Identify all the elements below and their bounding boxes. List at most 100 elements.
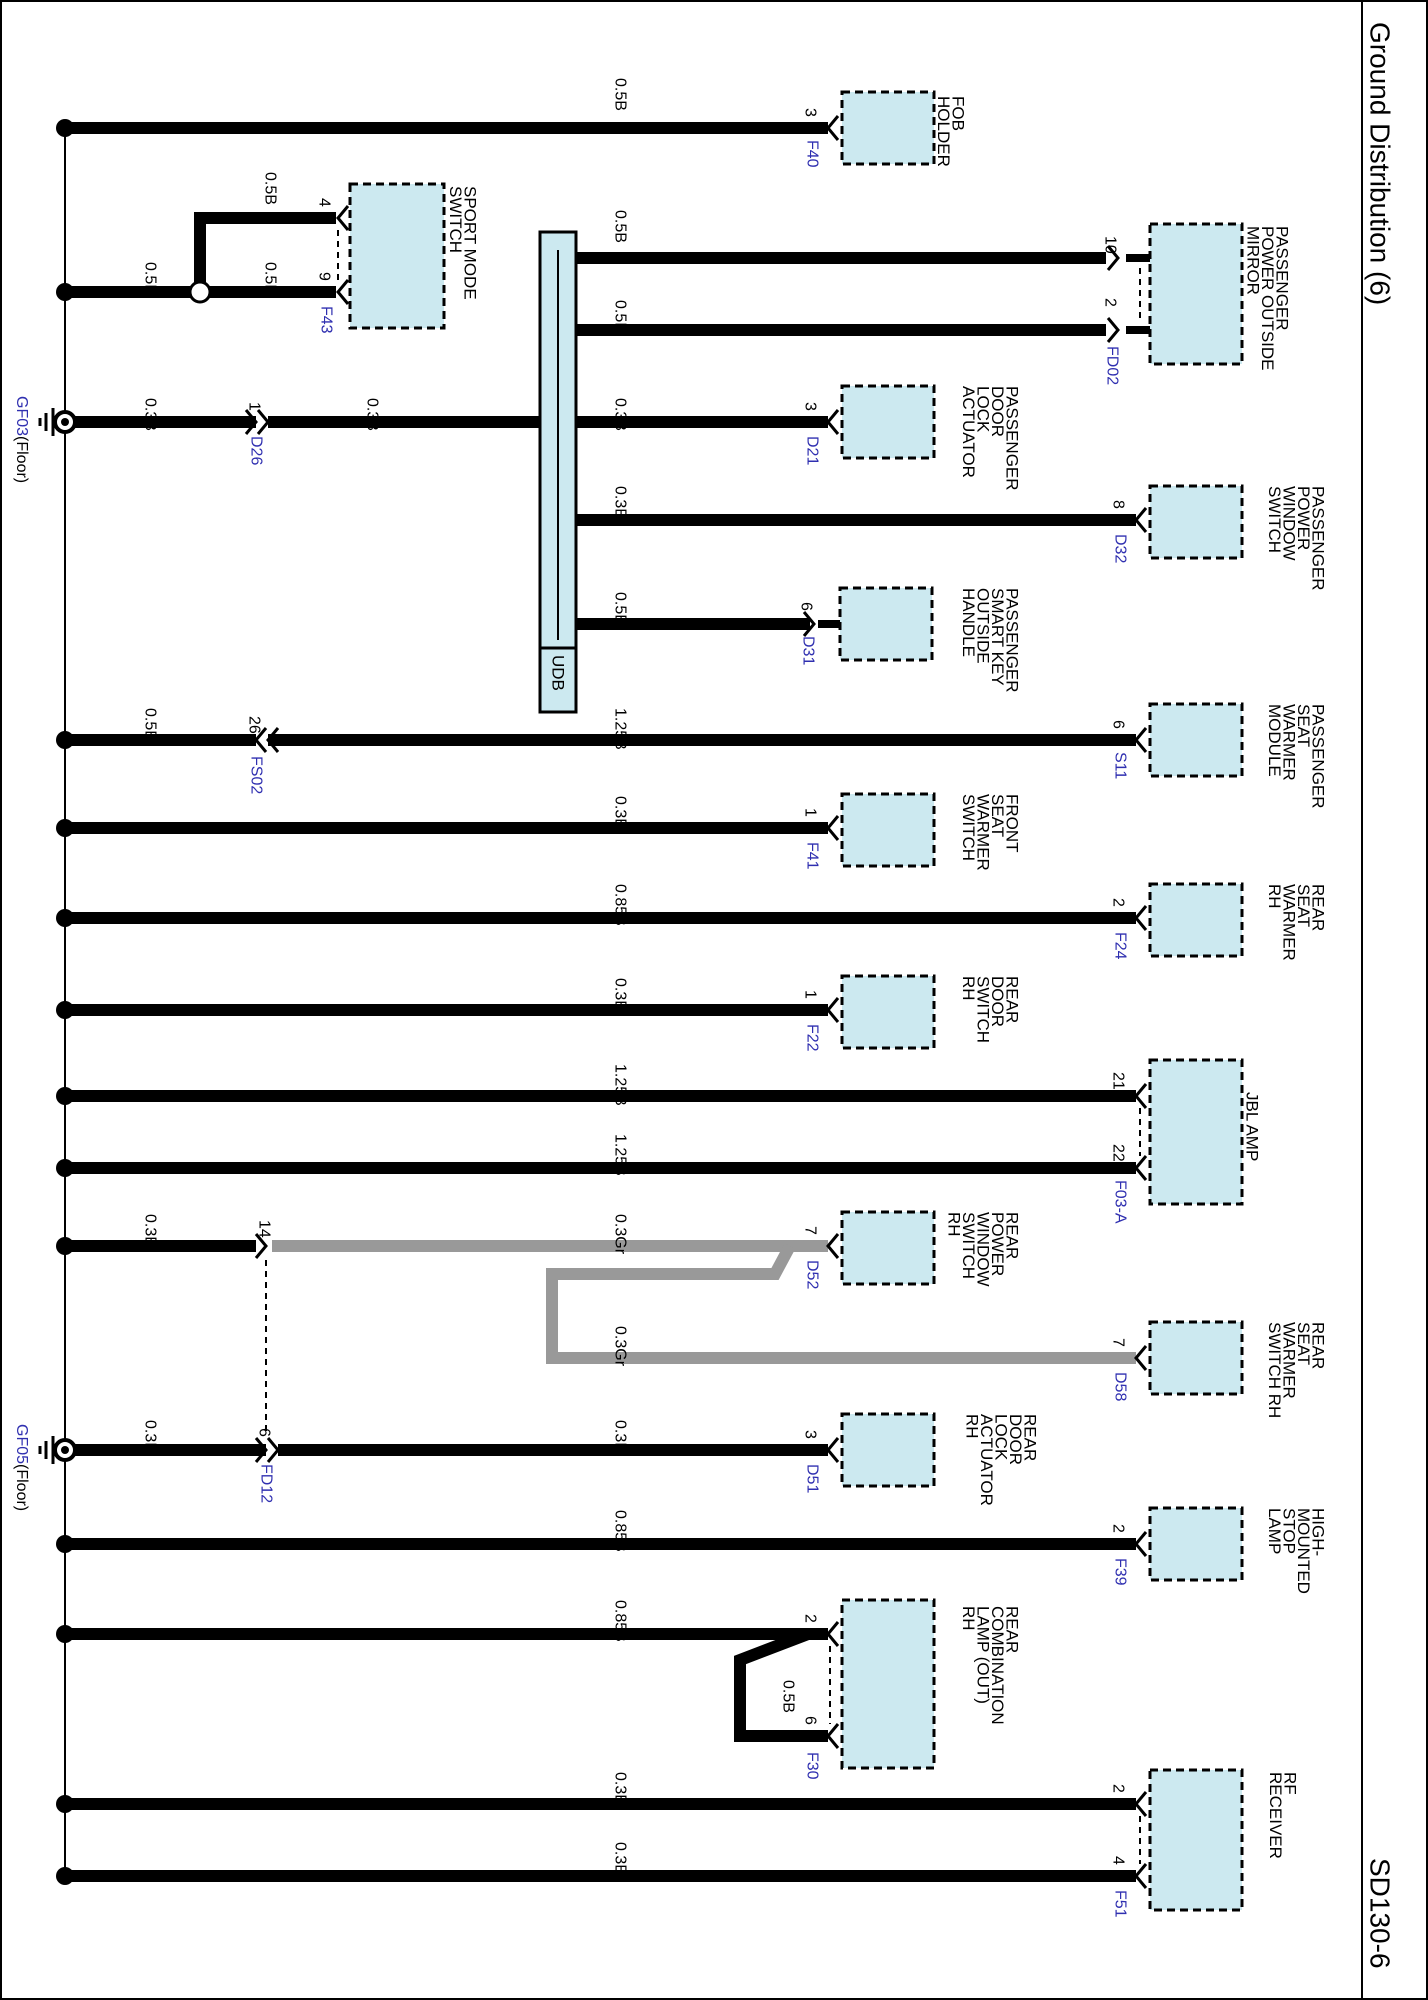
connector-label-group: D58 xyxy=(1112,1372,1129,1401)
wire-label-group: 0.85B xyxy=(612,1510,629,1552)
bus-junction xyxy=(56,283,74,301)
component-label-line-group: HANDLE xyxy=(959,588,978,657)
component-label-line-group: PASSENGER xyxy=(1003,386,1022,491)
component-label-line: LAMP (OUT) xyxy=(974,1606,993,1704)
pin-chevron xyxy=(254,1233,268,1259)
box-front-seat-warmer-switch xyxy=(840,792,936,868)
wire-label: 0.85B xyxy=(612,1510,629,1552)
wire-label: 0.5B xyxy=(612,78,629,111)
wire-label: 0.3Gr xyxy=(612,1326,629,1367)
component-label-line: PASSENGER xyxy=(1309,486,1328,591)
pin-number: 10 xyxy=(1102,236,1119,254)
wire-label: 0.3B xyxy=(612,1772,629,1805)
wire-label: 0.3B xyxy=(612,398,629,431)
wire-label: 0.5B xyxy=(612,592,629,625)
connector-label-group: F39 xyxy=(1112,1558,1129,1586)
pin-chevron xyxy=(1106,245,1120,271)
pin-number: 6 xyxy=(802,1716,819,1725)
wire-label-group: 0.3B xyxy=(612,1842,629,1875)
pin-chevron xyxy=(826,997,840,1023)
pin-chevron xyxy=(336,205,350,231)
pin-number: 6 xyxy=(1110,720,1127,729)
component-label-line: REAR xyxy=(1003,1606,1022,1653)
pin-number-group: 26 xyxy=(246,716,263,734)
connector-label-group: F22 xyxy=(804,1024,821,1052)
component-label-line-group: PASSENGER xyxy=(1003,588,1022,693)
component-label-line: WARMER xyxy=(1280,704,1299,781)
component-label-line: HOLDER xyxy=(934,96,953,167)
pin-number: 2 xyxy=(1102,298,1119,307)
connector-label: D52 xyxy=(804,1260,821,1289)
component-label-line-group: REAR xyxy=(1309,884,1328,931)
wire-label-group: 0.85B xyxy=(612,884,629,926)
pin-number: 14 xyxy=(256,1220,273,1238)
pin-number-group: 2 xyxy=(1102,298,1119,307)
component-label-line-group: DOOR xyxy=(988,976,1007,1027)
connector-label: D58 xyxy=(1112,1372,1129,1401)
component-label-line: PASSENGER xyxy=(1273,226,1292,331)
udb-label-group: UDB xyxy=(549,655,568,691)
pin-number-group: 4 xyxy=(1110,1856,1127,1865)
component-label-line: SPORT MODE xyxy=(461,186,480,300)
component-label-line: SEAT xyxy=(1294,1322,1313,1365)
wire-label: 0.5B xyxy=(142,262,159,295)
pin-number-group: 9 xyxy=(316,272,333,281)
component-label-line: RF xyxy=(1281,1772,1300,1795)
component-label-line: MODULE xyxy=(1265,704,1284,777)
bus-junction xyxy=(56,1535,74,1553)
pin-chevron xyxy=(1134,1345,1148,1371)
component-label-line-group: FOB xyxy=(949,96,968,131)
component-label-line: RH xyxy=(945,1212,964,1237)
pin-number-group: 14 xyxy=(256,1220,273,1238)
component-label-line-group: RH xyxy=(959,1606,978,1631)
pin-chevron xyxy=(1134,905,1148,931)
page-title: Ground Distribution (6) xyxy=(1365,22,1396,305)
wire-label: 0.3Gr xyxy=(612,1214,629,1255)
pin-chevron xyxy=(1134,1791,1148,1817)
ground-name: GF05 xyxy=(14,1424,31,1464)
connector-label-group: FD12 xyxy=(258,1464,275,1503)
pin-chevron xyxy=(1106,317,1120,343)
wire-label-group: 1.25B xyxy=(612,1064,629,1106)
pin-number: 3 xyxy=(802,1430,819,1439)
pin-number: 6 xyxy=(256,1428,273,1437)
box-rear-seat-warmer-rh xyxy=(1148,882,1244,958)
connector-label-group: FS02 xyxy=(248,756,265,794)
component-label-line: REAR xyxy=(1003,976,1022,1023)
wire-gray-d58 xyxy=(546,1243,1136,1364)
connector-label: D26 xyxy=(248,436,265,465)
ground-name: GF03 xyxy=(14,396,31,436)
connector-label: D21 xyxy=(804,436,821,465)
component-label-line-group: SWITCH xyxy=(959,1212,978,1279)
pin-number-group: 6 xyxy=(256,1428,273,1437)
pin-chevron xyxy=(1134,1083,1148,1109)
box-jbl-amp xyxy=(1148,1058,1244,1206)
box-passenger-seat-warmer-module xyxy=(1148,702,1244,778)
component-label-line: PASSENGER xyxy=(1003,386,1022,491)
component-label-line: OUTSIDE xyxy=(974,588,993,664)
pin-number-group: 6 xyxy=(802,1716,819,1725)
component-label-line: LOCK xyxy=(992,1414,1011,1461)
wire-label-group: 0.3B xyxy=(612,1420,629,1453)
pin-number-group: 2 xyxy=(1110,898,1127,907)
component-label-line: REAR xyxy=(1021,1414,1040,1461)
pin-number-group: 2 xyxy=(1110,1524,1127,1533)
wire-label: 0.3B xyxy=(142,1214,159,1247)
ground-gf03-core xyxy=(61,418,69,426)
connector-label-group: F43 xyxy=(318,306,335,334)
component-label-line: LOCK xyxy=(974,386,993,433)
bus-junction xyxy=(56,1087,74,1105)
pin-number-group: 6 xyxy=(1110,720,1127,729)
bus-junction xyxy=(56,731,74,749)
component-label-line: MOUNTED xyxy=(1294,1508,1313,1594)
pin-number-group: 22 xyxy=(1110,1144,1127,1162)
pin-chevron xyxy=(266,1437,280,1463)
component-label-line-group: SEAT xyxy=(1294,704,1313,747)
wire-sport-switch-4 xyxy=(194,212,336,292)
connector-label-group: F41 xyxy=(804,842,821,870)
pin-chevron xyxy=(1134,1531,1148,1557)
pin-chevron xyxy=(1134,507,1148,533)
pin-number-group: 2 xyxy=(802,1614,819,1623)
